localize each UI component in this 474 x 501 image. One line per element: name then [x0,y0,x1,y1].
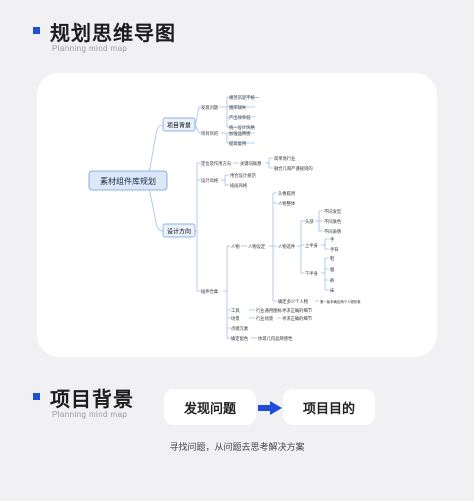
caption: 寻找问题，从问题去思考解决方案 [169,443,305,453]
leaf: 腿 [330,267,335,273]
svg-text:素材组件库规划: 素材组件库规划 [100,176,156,186]
section-bullet [33,27,40,34]
section-title: 规划思维导图 [50,21,176,45]
leaf: 体现几何品牌感性 [258,335,293,342]
flow-find-problem: 发现问题 [164,389,256,425]
node-positioning: 定位及作用方向 [201,160,231,167]
leaf: 头像临用 [278,190,295,197]
leaf: 图库缺失 [229,104,247,111]
leaf: 融合几和严谨规则的 [274,165,313,172]
section-bullet [33,393,40,400]
leaf: 加强品牌感 [229,130,251,137]
section-subtitle: Planning mind map [52,410,128,419]
node-find-problem: 发现问题 [201,104,219,111]
leaf: 产出效率低 [229,114,251,121]
node-person: 人物 [231,243,240,250]
section-subtitle: Planning mind map [52,44,128,53]
leaf: 简单易行业 [274,155,296,162]
node-project-goal: 项目目的 [201,130,218,137]
leaf: 手 [330,236,335,243]
leaf: 袜 [330,287,335,294]
leaf: 确定多少个人物 [278,298,309,305]
leaf: 第一版本确定两个人物形象 [320,299,361,304]
leaf: 人物设定 [248,243,266,250]
arrow-right-icon [258,401,282,415]
leaf: 不同发型 [324,208,342,215]
svg-text:项目背景: 项目背景 [167,122,191,130]
leaf: 插画风格 [230,182,248,189]
leaf: 不同肤色 [324,218,342,225]
leaf: 不同表情 [324,228,342,235]
node-elements: 点缀元素 [231,325,249,332]
leaf: 行业场景 [256,315,274,322]
section-title: 项目背景 [50,387,134,411]
node-scene: 场景 [231,315,240,322]
leaf: 关键词联想 [240,160,262,167]
branch-node-direction: 设计方向 [162,223,196,238]
leaf: 寻求正确的细节 [282,307,313,314]
node-style: 设计风格 [201,177,219,184]
node-content: 插件合集 [201,288,219,295]
branch-node-background: 项目背景 [162,117,196,132]
leaf: 人物整体 [278,200,296,207]
leaf: 用合设计规范 [230,172,256,179]
leaf: 规范沉淀不统一 [229,94,260,101]
leaf: 行业通用图标 [256,307,282,314]
leaf: 提高复用 [229,140,246,147]
leaf: 统一设计风格 [229,124,255,131]
mind-map-card: 素材组件库规划 项目背景 设计方向 发现问题 规范沉淀不统一 图库缺失 产出效率… [37,73,437,357]
mind-map: 素材组件库规划 项目背景 设计方向 发现问题 规范沉淀不统一 图库缺失 产出效率… [88,94,361,342]
leaf: 寻求正确的细节 [282,315,313,322]
leaf: 人物选件 [278,243,296,250]
flow-project-goal: 项目目的 [283,389,375,425]
svg-text:设计方向: 设计方向 [167,228,191,236]
node-confirm: 确定配色 [231,335,249,342]
leaf: 手背 [330,246,339,253]
leaf: 鞋 [330,255,335,262]
root-node: 素材组件库规划 [88,170,168,191]
leaf: 下半身 [305,270,319,277]
leaf: 头部 [305,218,314,225]
leaf: 上半身 [305,242,319,249]
node-tools: 工具 [231,308,240,314]
leaf: 裤 [330,277,335,284]
